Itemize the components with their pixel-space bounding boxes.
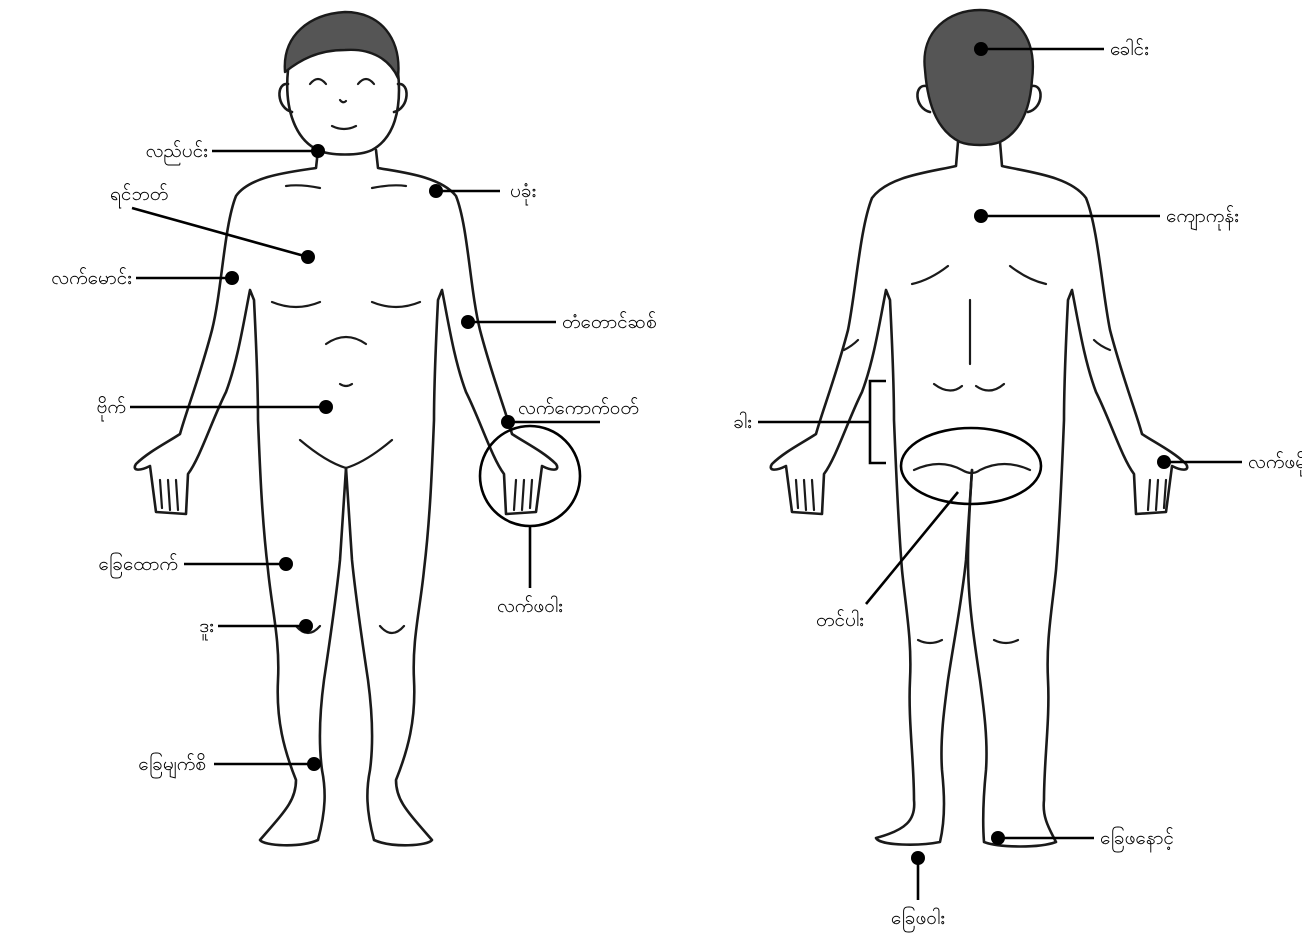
label-text: လက်ဖမိုး <box>1248 450 1302 477</box>
label-text: လက်ကောက်ဝတ် <box>518 396 639 419</box>
back-body-left <box>771 142 972 845</box>
label-text: ပခုံး <box>510 180 536 206</box>
front-label-shoulder: ပခုံး <box>429 180 536 206</box>
label-text: ဒူး <box>199 615 214 641</box>
back-waist <box>934 384 1004 391</box>
back-knee-left-mark <box>918 640 942 643</box>
back-label-sole: ခြေဖဝါး <box>891 851 945 933</box>
back-knee-right-mark <box>994 640 1018 643</box>
label-text: တင်ပါး <box>816 608 864 631</box>
back-label-hip: ခါး <box>733 410 870 433</box>
label-text: လက်မောင်း <box>51 266 132 289</box>
front-pecs <box>272 302 420 307</box>
front-eye-right <box>358 79 374 84</box>
front-ribs <box>326 337 366 344</box>
front-hair <box>285 12 399 78</box>
back-arm-lines <box>844 340 1110 350</box>
front-label-palm: လက်ဖဝါး <box>497 526 563 617</box>
front-label-upper-arm: လက်မောင်း <box>51 266 239 289</box>
front-label-thigh: ခြေထောက် <box>98 551 293 579</box>
label-text: ရင်ဘတ် <box>110 182 168 209</box>
label-text: ကျောကုန်း <box>1166 204 1239 231</box>
label-text: တံတောင်ဆစ် <box>562 310 657 333</box>
front-eye-left <box>310 79 326 84</box>
back-label-back: ကျောကုန်း <box>974 204 1239 231</box>
front-figure <box>135 12 580 845</box>
front-groin <box>300 440 392 468</box>
front-label-chin: လည်ပင်း <box>146 139 325 166</box>
back-label-back-of-hand: လက်ဖမိုး <box>1157 450 1302 477</box>
front-label-wrist: လက်ကောက်ဝတ် <box>501 396 639 429</box>
front-fingers-right <box>514 480 532 510</box>
front-palm-circle <box>480 426 580 526</box>
front-collarbone <box>286 185 406 188</box>
back-fingers-left <box>796 480 814 510</box>
label-text: ခြေဖဝါး <box>891 905 945 933</box>
front-knee-right-mark <box>380 626 404 633</box>
front-label-knee: ဒူး <box>199 615 313 641</box>
back-figure <box>771 10 1187 847</box>
back-shoulderblades <box>912 266 1046 284</box>
front-nose <box>340 100 346 102</box>
hip-bracket <box>870 381 886 463</box>
front-fingers-left <box>160 480 178 510</box>
label-text: ခြေဖနောင့် <box>1100 825 1174 853</box>
front-label-chest: ရင်ဘတ် <box>110 182 315 264</box>
label-text: ခါး <box>733 410 752 433</box>
front-label-forearm: တံတောင်ဆစ် <box>461 310 657 333</box>
label-text: ခေါင်း <box>1110 37 1149 60</box>
label-text: ဗိုက် <box>97 395 126 422</box>
label-text: ခြေထောက် <box>98 551 178 579</box>
back-hair <box>924 10 1032 145</box>
label-text: လည်ပင်း <box>146 139 208 166</box>
back-label-heel: ခြေဖနောင့် <box>991 825 1174 853</box>
front-navel <box>340 384 352 386</box>
front-mouth <box>332 126 356 129</box>
front-body-right <box>346 150 557 845</box>
label-text: ခြေမျက်စိ <box>138 751 206 779</box>
back-body-right <box>968 142 1187 847</box>
label-text: လက်ဖဝါး <box>497 594 563 617</box>
back-label-buttocks: တင်ပါး <box>816 492 958 631</box>
front-head <box>287 70 399 155</box>
back-fingers-right <box>1148 480 1166 510</box>
